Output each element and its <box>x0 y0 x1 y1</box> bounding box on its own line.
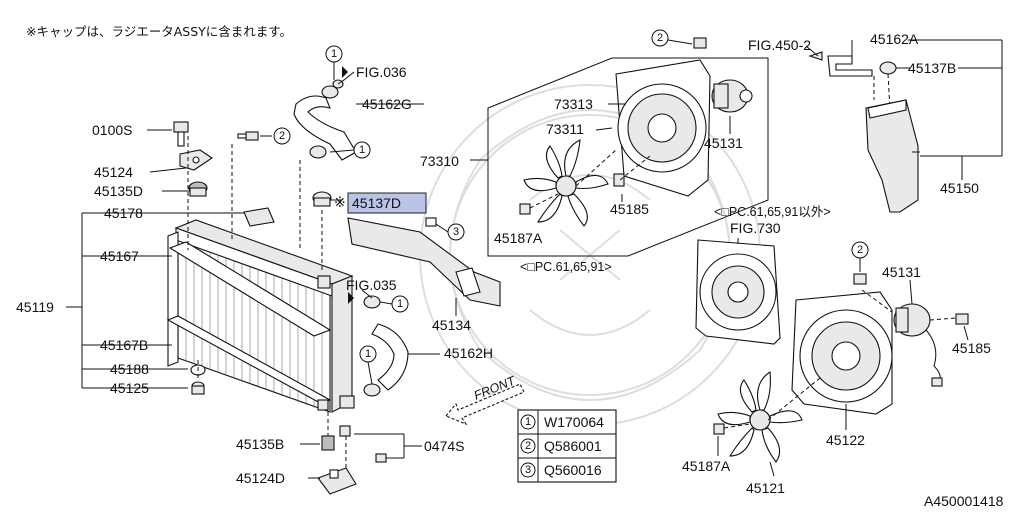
bolt-45125 <box>191 381 205 395</box>
callout-1-top: 1 <box>325 45 343 80</box>
leader-lines-left <box>66 71 457 479</box>
label-45178: 45178 <box>104 205 143 221</box>
seal-45167 <box>168 241 332 337</box>
label-45162G: 45162G <box>362 96 412 112</box>
label-73310: 73310 <box>420 153 459 169</box>
label-fig450: FIG.450-2 <box>748 37 811 53</box>
header-note: ※キャップは、ラジエータASSYに含まれます。 <box>26 24 292 39</box>
label-0474S: 0474S <box>424 438 464 454</box>
label-45187A-bot: 45187A <box>682 458 731 474</box>
label-fig036: FIG.036 <box>356 64 407 80</box>
legend-table: 1 W170064 2 Q586001 3 Q560016 <box>517 409 617 483</box>
legend-code-2: Q586001 <box>544 438 602 454</box>
label-fig035: FIG.035 <box>346 277 397 293</box>
reservoir-group <box>805 39 1003 213</box>
radiator-group <box>166 219 355 413</box>
label-45119: 45119 <box>16 299 54 315</box>
fan-45121 <box>717 371 803 463</box>
bracket-45124D <box>317 467 357 495</box>
svg-text:2: 2 <box>857 244 863 256</box>
fan-assembly-top <box>470 57 769 257</box>
hose-45162G <box>293 79 357 161</box>
label-45131-bot: 45131 <box>882 264 921 280</box>
label-45185-top: 45185 <box>610 201 649 217</box>
callout-2-bot: 2 <box>851 241 869 285</box>
tank-45150 <box>865 99 919 213</box>
label-45124D: 45124D <box>236 470 285 486</box>
svg-text:2: 2 <box>657 32 663 44</box>
label-45167B: 45167B <box>100 337 148 353</box>
highlight-box <box>347 192 427 214</box>
cap-45137B <box>879 61 897 75</box>
label-45134: 45134 <box>432 317 471 333</box>
label-45187A-top: 45187A <box>494 230 543 246</box>
label-45188: 45188 <box>110 361 149 377</box>
label-45131-top: 45131 <box>704 135 743 151</box>
bolt-45185-bot <box>955 313 969 325</box>
screw-top <box>237 131 259 141</box>
svg-text:1: 1 <box>331 48 337 60</box>
label-45162A: 45162A <box>870 31 919 47</box>
bolt-0474S-b <box>375 453 387 463</box>
label-45124: 45124 <box>94 164 133 180</box>
label-fig730: FIG.730 <box>730 220 781 236</box>
legend-code-3: Q560016 <box>544 462 602 478</box>
bolt-0100S <box>173 121 189 147</box>
label-45135D: 45135D <box>94 183 143 199</box>
nut-45187A-top <box>519 203 531 215</box>
legend-num-1: 1 <box>525 416 531 428</box>
label-45125: 45125 <box>110 380 149 396</box>
cushion-45135D <box>188 181 208 197</box>
label-45121: 45121 <box>746 480 785 496</box>
hose-45162A <box>827 55 873 77</box>
callout-1-mid: 1 <box>329 141 371 159</box>
label-73313: 73313 <box>554 96 593 112</box>
label-45167: 45167 <box>100 248 139 264</box>
label-opc-top: <□PC.61,65,91> <box>520 260 612 274</box>
cushion-45135B <box>321 435 335 451</box>
fan-assembly-bottom <box>695 238 969 477</box>
nut-45187A-bot <box>713 423 725 435</box>
seal-45167B <box>166 315 332 405</box>
label-opc-excl: <□PC.61,65,91以外> <box>714 205 831 219</box>
fig450-arrow <box>808 51 823 61</box>
callout-1-lower: 1 <box>359 345 377 385</box>
label-45137D: 45137D <box>352 195 401 211</box>
shroud-45134 <box>347 217 501 307</box>
svg-text:2: 2 <box>279 130 285 142</box>
motor-45131-top <box>711 79 753 113</box>
highlight-45137D: ※ 45137D <box>334 192 427 214</box>
svg-text:1: 1 <box>365 348 371 360</box>
label-45135B: 45135B <box>236 436 284 452</box>
pad-45178 <box>243 207 275 227</box>
bolt-45185-top <box>613 173 625 187</box>
callout-1-fig035: 1 <box>379 295 409 313</box>
legend-num-3: 3 <box>525 464 531 476</box>
front-arrow: FRONT <box>445 373 525 426</box>
label-0100S: 0100S <box>92 122 132 138</box>
label-45185-bot: 45185 <box>952 340 991 356</box>
bolt-0474S-a <box>339 425 351 437</box>
motor-45131-bot <box>893 303 943 387</box>
callout-2-left: 2 <box>273 127 291 145</box>
legend-code-1: W170064 <box>544 414 604 430</box>
label-45137B: 45137B <box>908 60 956 76</box>
svg-text:1: 1 <box>359 144 365 156</box>
callout-3-left: 3 <box>435 223 465 241</box>
legend-num-2: 2 <box>525 440 531 452</box>
cap-45137D <box>312 191 332 207</box>
bracket-45124 <box>179 149 213 171</box>
fan-73311-top <box>523 139 609 227</box>
diagram-id: A450001418 <box>924 493 1004 509</box>
label-73311: 73311 <box>546 121 584 137</box>
label-45122: 45122 <box>826 432 865 448</box>
svg-text:3: 3 <box>453 226 459 238</box>
label-45150: 45150 <box>940 180 979 196</box>
highlight-prefix: ※ <box>334 194 346 210</box>
label-45162H: 45162H <box>444 345 493 361</box>
callout-2-top: 2 <box>651 29 707 49</box>
svg-text:1: 1 <box>397 298 403 310</box>
fig-arrows <box>342 66 354 304</box>
